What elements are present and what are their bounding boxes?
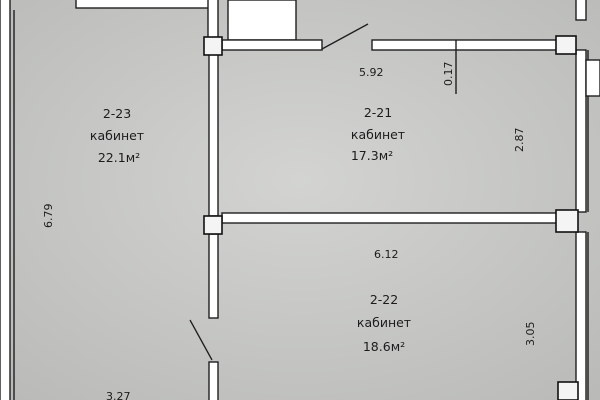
column-bottom-right [557,381,579,400]
wall-2-23-2-21 [208,49,219,217]
column-top-right [555,35,577,55]
room-2-23-id: 2-23 [103,106,131,121]
room-2-23-name: кабинет [90,128,144,143]
dimension-6-12: 6.12 [374,248,399,261]
room-2-23-area: 22.1м² [98,150,140,165]
top-niche [227,0,297,41]
right-window-stub [585,59,600,97]
room-2-21-id: 2-21 [364,105,392,120]
room-2-21-name: кабинет [351,127,405,142]
room-2-22-id: 2-22 [370,292,398,307]
room-2-21-area: 17.3м² [351,148,393,163]
column-middle-right [555,209,579,233]
right-wall-lower [575,231,587,400]
wall-2-23-2-22 [208,233,219,319]
door-2-22 [189,319,213,361]
dimension-0-17: 0.17 [442,62,455,87]
wall-2-21-top-left [221,39,323,51]
wall-2-23-2-22-lower [208,361,219,400]
dimension-6-79: 6.79 [42,204,55,229]
door-2-21 [321,23,369,50]
dimension-3-27: 3.27 [106,390,131,400]
wall-2-21-2-22 [221,212,559,224]
top-wall-left [75,0,211,9]
outer-wall-left [0,0,11,400]
dimension-3-05: 3.05 [524,322,537,347]
right-wall-upper [575,49,587,213]
dimension-2-87: 2.87 [513,128,526,153]
room-2-22-area: 18.6м² [363,339,405,354]
room-2-22-name: кабинет [357,315,411,330]
top-right-stub [575,0,587,21]
dimension-5-92: 5.92 [359,66,384,79]
wall-2-21-top-right [371,39,559,51]
column-middle-left [203,215,223,235]
column-top-left [203,36,223,56]
